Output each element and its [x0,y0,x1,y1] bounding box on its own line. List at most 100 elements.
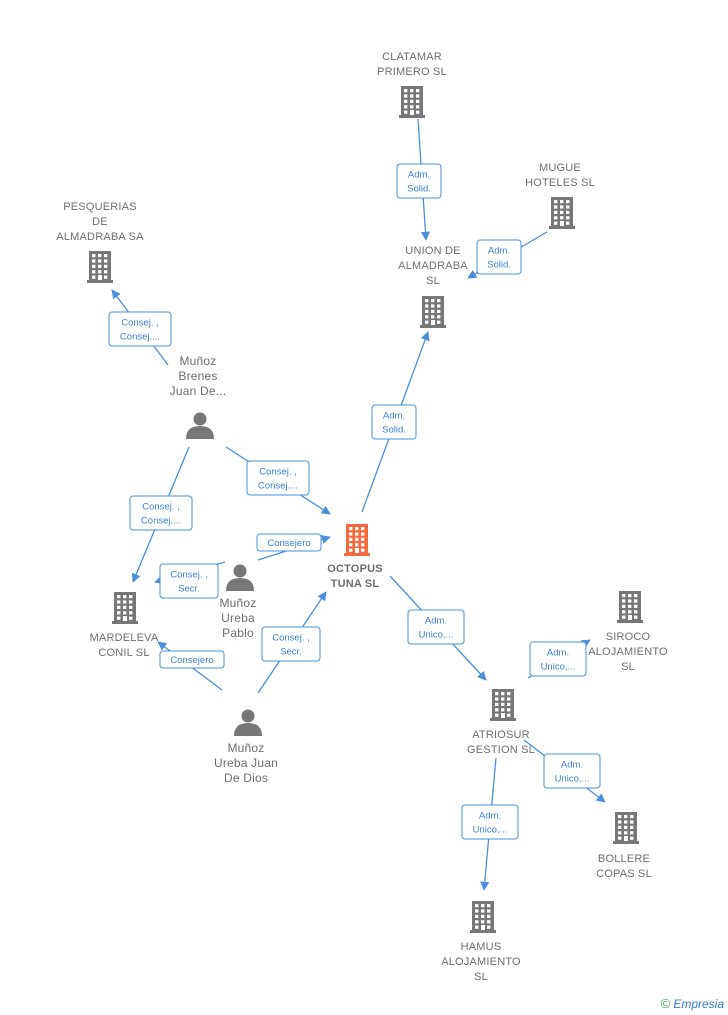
node-label: HOTELES SL [525,177,595,189]
edge-juandedios-mardeleva: Consejero [157,641,225,691]
node-label: Ureba Juan [214,756,278,770]
person-icon[interactable] [186,412,214,440]
edge-label-box[interactable] [108,311,172,347]
edge-juandedios-octopus: Consej. ,Secr. [257,591,327,694]
edge-atriosur-hamus: Adm.Unico,... [461,757,519,891]
person-icon[interactable] [226,564,254,592]
edge-label-box[interactable] [371,404,417,440]
node-label: ALOJAMIENTO [588,646,668,658]
edge-label-text: Consej. , [272,633,310,644]
edge-label-text: Consej. , [259,467,297,478]
edge-label[interactable]: Consejero [159,650,225,669]
edge-label-box[interactable] [396,163,442,199]
edge-label[interactable]: Consej. ,Secr. [159,563,219,599]
building-icon[interactable] [112,592,138,624]
building-icon[interactable] [420,296,446,328]
node-label: ATRIOSUR [472,729,530,741]
edge-label[interactable]: Adm.Unico,... [461,804,519,840]
node-label: PESQUERIAS [63,201,137,213]
edge-label-text: Adm. [561,760,583,771]
edge-label[interactable]: Consejero [256,533,322,552]
building-icon[interactable] [490,689,516,721]
edge-label-text: Solid. [382,425,406,436]
node-label: Pablo [222,626,254,640]
edge-label[interactable]: Adm. Solid. [371,404,417,440]
edge-label-box[interactable] [129,495,193,531]
edge-label-text: Solid. [487,260,511,271]
edge-brenes-mardeleva: Consej. ,Consej.... [129,446,193,583]
node-label: PRIMERO SL [377,66,447,78]
node-label: Juan De... [170,384,227,398]
edge-label-text: Adm. [408,170,430,181]
edge-octopus-atriosur: Adm.Unico,... [389,575,487,681]
footer-brand: ©Empresia [661,996,724,1011]
person-icon[interactable] [234,709,262,737]
edges-layer: Adm.Solid.Adm.Solid.Adm.Solid.Consej. ,C… [108,118,606,891]
brand-logo[interactable]: Empresia [673,997,724,1011]
building-icon[interactable] [470,901,496,933]
edge-label[interactable]: Adm.Unico,... [407,609,465,645]
edge-label-box[interactable] [246,460,310,496]
node-label: ALMADRABA [398,260,468,272]
node-label: OCTOPUS [327,563,383,575]
edge-label-box[interactable] [476,239,522,275]
edge-atriosur-bollere: Adm.Unico,... [523,739,606,803]
focus-building-icon[interactable] [344,524,370,556]
edge-label[interactable]: Consej. ,Consej.... [129,495,193,531]
edge-label[interactable]: Adm.Unico,... [543,753,601,789]
edge-brenes-pesquerias: Consej. ,Consej.... [108,289,172,366]
edge-label[interactable]: Adm. Solid. [476,239,522,275]
edge-label[interactable]: Adm.Solid. [396,163,442,199]
edge-label-text: Consej. , [121,318,159,329]
edge-label[interactable]: Consej. ,Consej.... [108,311,172,347]
node-pesquerias[interactable]: PESQUERIAS DE ALMADRABA SA [56,201,144,283]
edge-label-text: Adm. [479,811,501,822]
node-label: SL [474,971,488,983]
edge-label-box[interactable] [159,563,219,599]
edge-label-box[interactable] [461,804,519,840]
edge-label-box[interactable] [407,609,465,645]
edge-label-text: Consejero [170,655,213,666]
edge-label-box[interactable] [159,650,225,669]
node-label: CONIL SL [98,647,149,659]
edge-label[interactable]: Adm. Unico,... [529,641,587,677]
edge-label-box[interactable] [261,626,321,662]
edge-label[interactable]: Consej. ,Secr. [261,626,321,662]
edge-label-text: Adm. [383,411,405,422]
edge-label-box[interactable] [256,533,322,552]
edge-label-text: Adm. [488,246,510,257]
building-icon[interactable] [617,591,643,623]
edge-atriosur-siroco: Adm. Unico,... [527,639,591,679]
edge-label-text: Consej. , [142,502,180,513]
node-label: DE [92,216,108,228]
node-label: ALMADRABA SA [56,231,144,243]
building-icon[interactable] [549,197,575,229]
edge-label-text: Unico,... [419,630,454,641]
node-label: BOLLERE [598,853,650,865]
edge-label-box[interactable] [529,641,587,677]
edge-label-text: Unico,... [541,662,576,673]
edge-label-text: Consej. , [170,570,208,581]
node-label: GESTION SL [467,744,535,756]
building-icon[interactable] [87,251,113,283]
building-icon[interactable] [613,812,639,844]
building-icon[interactable] [399,86,425,118]
edge-label-text: Adm. [547,648,569,659]
edge-label[interactable]: Consej. ,Consej.... [246,460,310,496]
copyright-icon: © [660,996,671,1011]
edge-pablo-octopus: Consejero [256,533,331,561]
edge-label-box[interactable] [543,753,601,789]
node-atriosur[interactable]: ATRIOSUR GESTION SL [467,689,535,756]
